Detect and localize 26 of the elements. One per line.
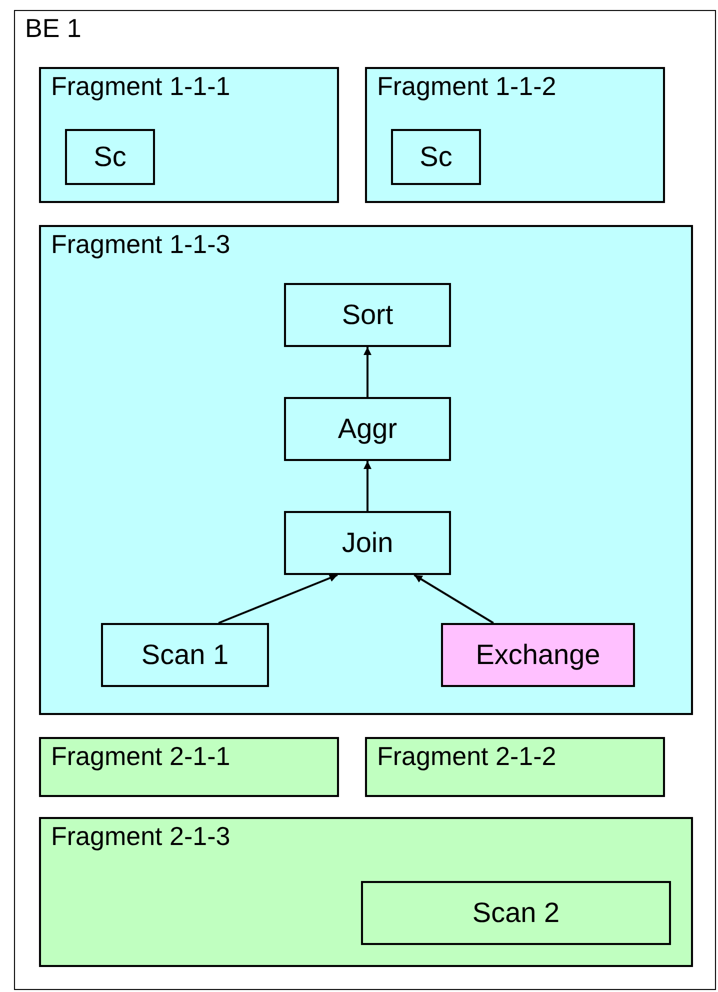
panel-title: Fragment 2-1-3	[51, 821, 230, 851]
arrow	[364, 347, 372, 397]
process-box: Sc	[391, 129, 481, 185]
fragment-panel	[39, 67, 339, 203]
fragment-panel	[39, 737, 339, 797]
fragment-panel	[39, 817, 693, 967]
fragment-panel	[365, 67, 665, 203]
panel-title: BE 1	[25, 13, 82, 43]
fragment-panel	[365, 737, 665, 797]
panel-title: Fragment 2-1-2	[377, 741, 556, 771]
process-box: Scan 2	[361, 881, 671, 945]
panel-title: Fragment 1-1-3	[51, 229, 230, 259]
process-box: Exchange	[441, 623, 635, 687]
panel-title: Fragment 1-1-2	[377, 71, 556, 101]
panel-title: Fragment 1-1-1	[51, 71, 230, 101]
process-box: Sort	[284, 283, 451, 347]
process-box: Scan 1	[101, 623, 269, 687]
server-panel	[14, 10, 716, 990]
panel-title: Fragment 2-1-1	[51, 741, 230, 771]
arrow	[414, 574, 494, 624]
arrow	[218, 574, 338, 624]
arrow	[364, 461, 372, 511]
process-box: Join	[284, 511, 451, 575]
process-box: Aggr	[284, 397, 451, 461]
process-box: Sc	[65, 129, 155, 185]
fragment-panel	[39, 225, 693, 715]
